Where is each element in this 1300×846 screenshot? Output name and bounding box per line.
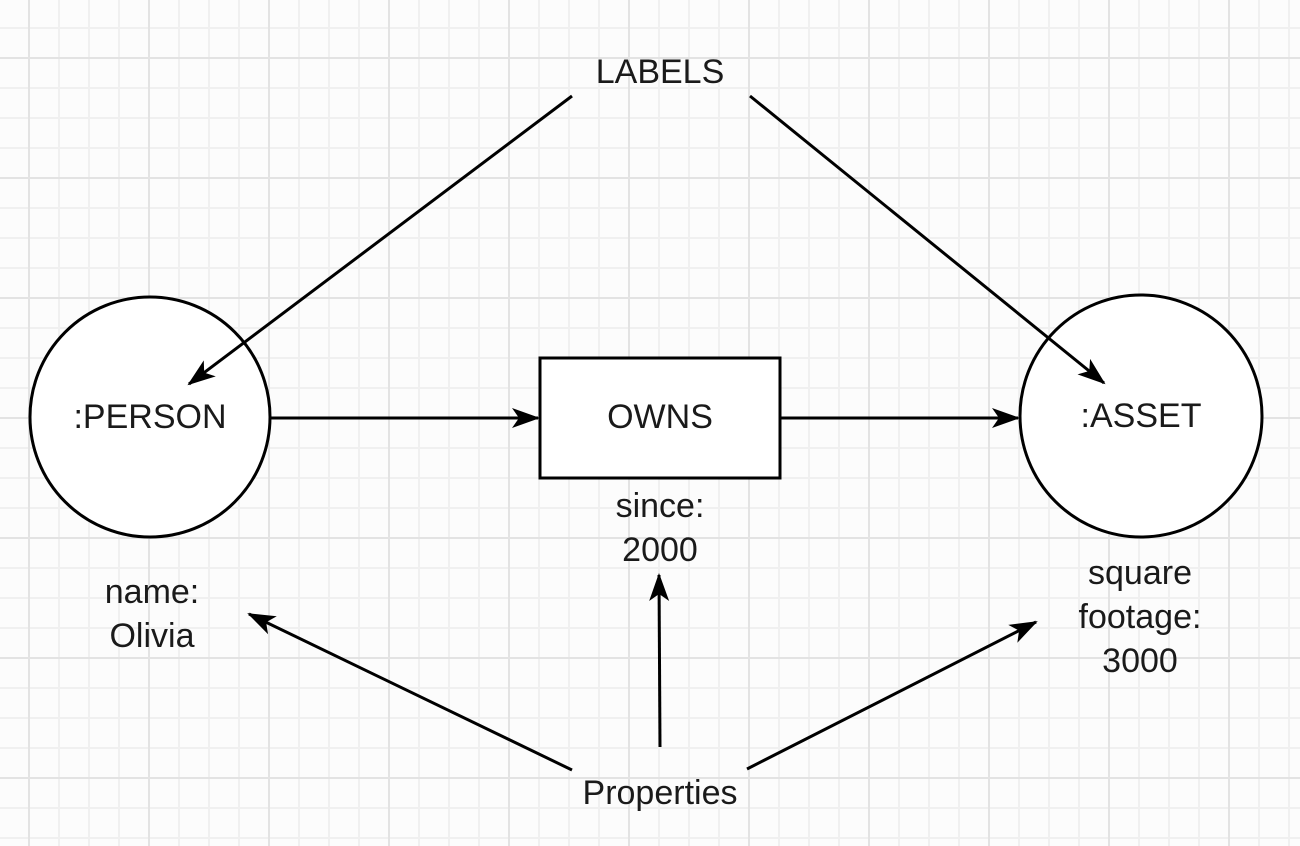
relationship-property-line: since: — [615, 487, 705, 525]
relationship-property-line: 2000 — [622, 531, 698, 569]
asset-node-label: :ASSET — [1080, 397, 1202, 435]
person-property-line: name: — [104, 573, 200, 611]
person-property-label: name: Olivia — [52, 570, 252, 658]
labels-to-person-arrow — [187, 94, 573, 386]
person-property-line: Olivia — [109, 617, 195, 655]
asset-property-label: square footage: 3000 — [1030, 551, 1250, 683]
relationship-property-label: since: 2000 — [560, 484, 760, 572]
owns-relationship-rect — [538, 356, 782, 480]
asset-property-line: footage: — [1078, 598, 1202, 636]
person-node-circle — [28, 295, 272, 539]
asset-node-circle — [1018, 293, 1264, 539]
asset-property-line: square — [1088, 554, 1192, 592]
properties-to-name-arrow — [247, 612, 573, 772]
labels-to-asset-arrow — [749, 94, 1106, 385]
properties-annotation: Properties — [582, 774, 738, 812]
labels-annotation: LABELS — [595, 53, 725, 91]
person-node-label: :PERSON — [73, 398, 227, 436]
owns-relationship-label: OWNS — [607, 398, 713, 436]
asset-property-line: 3000 — [1102, 642, 1178, 680]
properties-to-footage-arrow — [746, 620, 1038, 771]
properties-to-since-arrow — [649, 573, 670, 748]
